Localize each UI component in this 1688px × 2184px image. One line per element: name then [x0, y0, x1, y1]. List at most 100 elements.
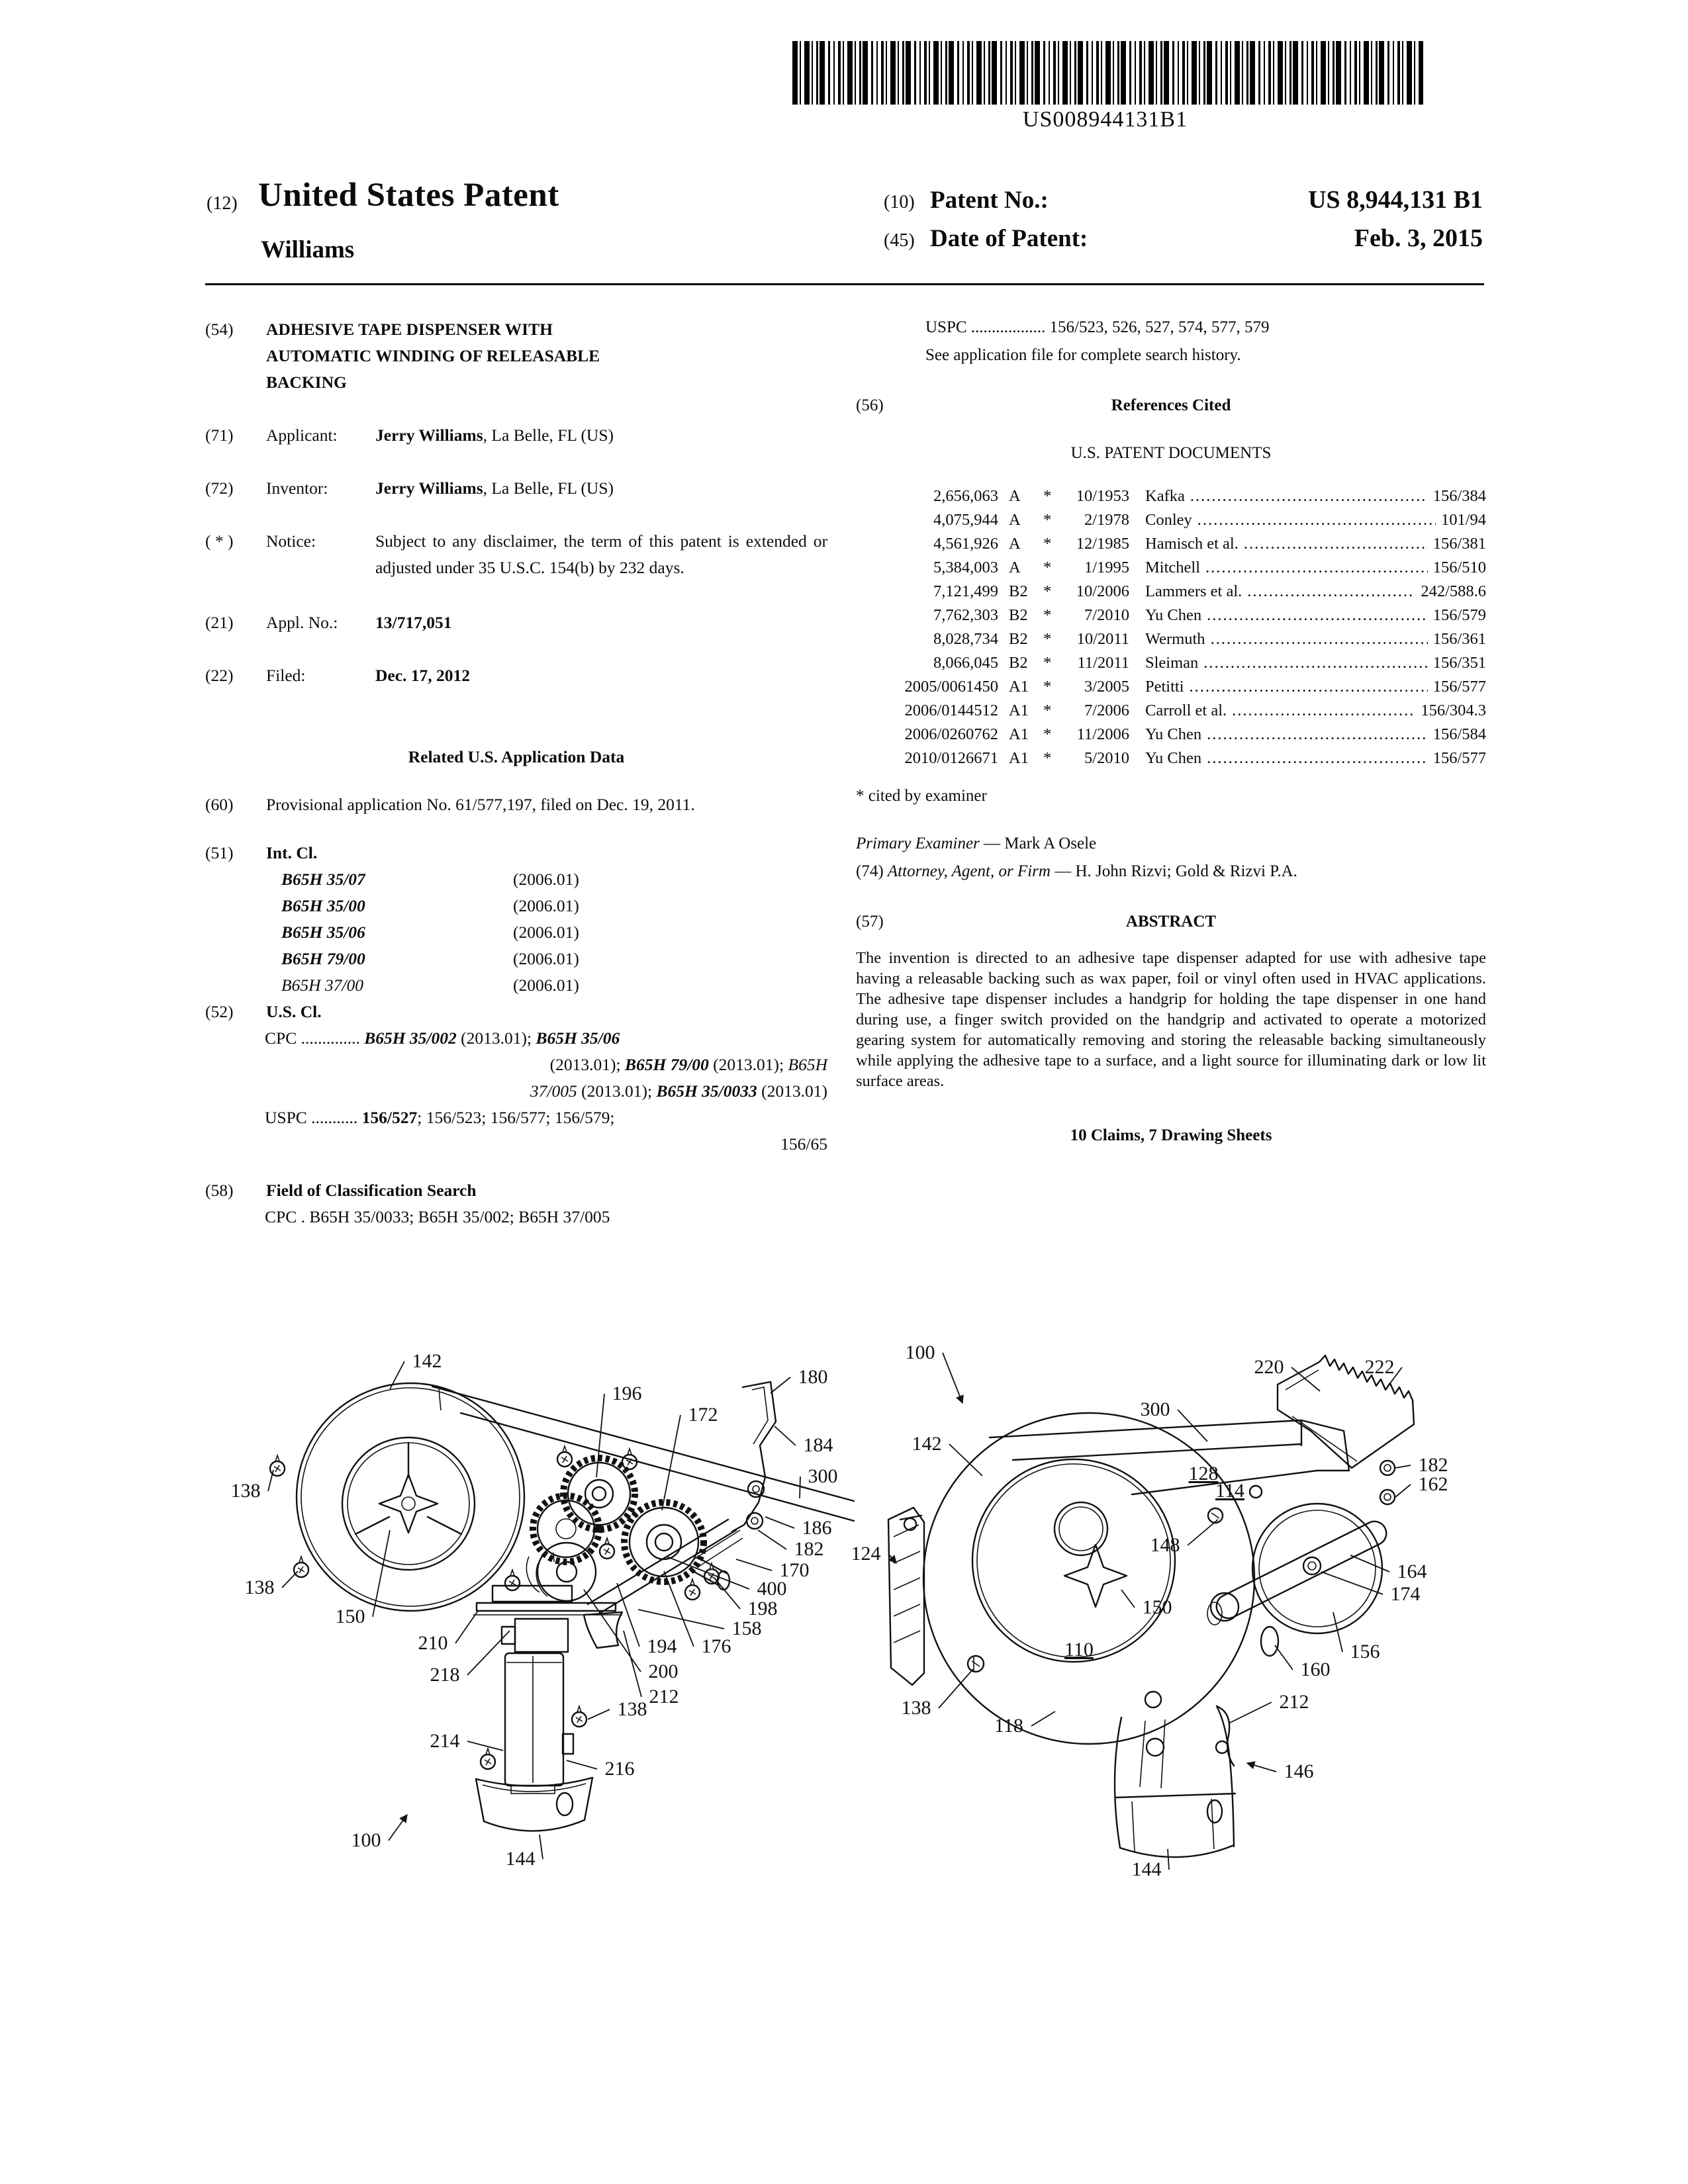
appl-no-label: Appl. No.: [266, 613, 338, 632]
cpc-version: (2013.01); [577, 1081, 657, 1101]
doc-class: 156/579 [1432, 606, 1486, 624]
doc-number: 7,762,303 [933, 606, 998, 624]
doc-class: 156/384 [1432, 487, 1486, 505]
patent-no-label: Patent No.: [930, 187, 1049, 214]
section-number: (74) [856, 862, 888, 880]
leader-line [661, 1414, 681, 1511]
section-number: ( * ) [205, 531, 234, 551]
dot-leader [1247, 580, 1415, 604]
dot-leader [1244, 532, 1428, 556]
section-number: (60) [205, 795, 234, 814]
doc-class: 156/584 [1432, 725, 1486, 743]
figure-mechanism-drawing: 1421961721801843001861821704001981581761… [231, 1350, 855, 1870]
figure-ref-numeral: 138 [902, 1697, 931, 1719]
applicant-address: , La Belle, FL (US) [483, 426, 614, 445]
section-number: (58) [205, 1181, 234, 1200]
uspc-primary: 156/527 [361, 1108, 418, 1127]
section-71-applicant: (71) Applicant:Jerry Williams, La Belle,… [205, 422, 827, 449]
class-version: (2006.01) [513, 923, 579, 942]
doc-date: 3/2005 [1084, 678, 1129, 696]
attorney-line: (74) Attorney, Agent, or Firm — H. John … [856, 858, 1486, 886]
search-history-note: See application file for complete search… [925, 346, 1241, 364]
figure-ref-numeral: 150 [1143, 1596, 1172, 1618]
leader-line [389, 1361, 405, 1390]
int-cl-entry: B65H 35/07(2006.01) [205, 866, 827, 893]
section-52-us-cl: (52) U.S. Cl. [205, 999, 827, 1025]
section-number: (72) [205, 478, 234, 498]
references-cited-heading: References Cited [1111, 396, 1231, 414]
notice-line: Notice:Subject to any disclaimer, the te… [266, 528, 827, 581]
inventor-line: Inventor:Jerry Williams, La Belle, FL (U… [266, 475, 827, 502]
barcode-number: US008944131B1 [1022, 107, 1188, 132]
class-version: (2006.01) [513, 896, 579, 915]
uspc-search-line: USPC .................. 156/523, 526, 52… [856, 314, 1486, 341]
field-search-label: Field of Classification Search [266, 1181, 477, 1200]
date-of-patent-label: Date of Patent: [930, 225, 1088, 252]
leader-line [623, 1630, 642, 1698]
leader-line [1177, 1409, 1208, 1442]
figure-ref-numeral: 158 [732, 1617, 762, 1639]
doc-date: 10/2011 [1076, 630, 1129, 648]
class-version: (2006.01) [513, 949, 579, 968]
leader-line [1350, 1555, 1390, 1572]
battery-cup [475, 1776, 594, 1832]
doc-number: 5,384,003 [933, 559, 998, 576]
cpc-label: CPC [265, 1028, 297, 1048]
figure-ref-numeral: 142 [412, 1350, 442, 1372]
doc-name: Kafka [1145, 487, 1185, 505]
doc-date: 11/2011 [1077, 654, 1130, 672]
figure-ref-numeral: 182 [1419, 1454, 1448, 1476]
appl-no-value: 13/717,051 [375, 613, 452, 632]
figure-ref-numeral: 110 [1064, 1639, 1094, 1661]
leader-line [1228, 1702, 1272, 1724]
cpc-version: (2013.01); [456, 1028, 536, 1048]
provisional-text: Provisional application No. 61/577,197, … [266, 795, 695, 814]
figure-ref-numeral: 138 [231, 1480, 261, 1502]
figure-ref-numeral: 174 [1391, 1583, 1421, 1605]
leader-line [663, 1570, 694, 1647]
cpc-line-3: 37/005 (2013.01); B65H 35/0033 (2013.01) [205, 1078, 827, 1105]
doc-date: 10/1953 [1076, 487, 1129, 505]
doc-date: 7/2010 [1084, 606, 1129, 624]
motor-assembly [504, 1652, 575, 1794]
doc-name: Hamisch et al. [1145, 535, 1239, 553]
section-56-references: (56) References Cited [856, 392, 1486, 420]
kind-code: A1 [1009, 725, 1029, 743]
kind-code: A1 [1009, 749, 1029, 767]
leader-line [566, 1760, 598, 1770]
figure-ref-numeral: 220 [1254, 1356, 1284, 1378]
doc-name: Wermuth [1145, 630, 1205, 648]
leader-line [539, 1834, 543, 1860]
doc-class: 156/304.3 [1421, 702, 1486, 719]
section-number: (51) [205, 843, 234, 862]
figure-ref-numeral: 160 [1301, 1659, 1331, 1680]
doc-name: Lammers et al. [1145, 582, 1243, 600]
doc-name: Carroll et al. [1145, 702, 1227, 719]
related-data-heading: Related U.S. Application Data [408, 747, 625, 766]
doc-date: 5/2010 [1084, 749, 1129, 767]
attorney-label: Attorney, Agent, or Firm [887, 862, 1051, 880]
doc-date: 1/1995 [1084, 559, 1129, 576]
cpc-version: (2013.01); [549, 1055, 625, 1074]
patent-no-value: US 8,944,131 B1 [1308, 186, 1483, 214]
rear-bracket [887, 1506, 925, 1686]
figure-ref-numeral: 118 [994, 1715, 1023, 1737]
leader-line [757, 1529, 787, 1550]
section-57-abstract: (57) ABSTRACT [856, 908, 1486, 936]
class-code: B65H 35/00 [281, 896, 365, 915]
class-version: (2006.01) [513, 976, 579, 995]
leader-line [467, 1741, 504, 1751]
leader-line [1246, 1761, 1277, 1772]
leader-line [616, 1582, 640, 1647]
kind-code: A [1009, 559, 1021, 576]
kind-code: A1 [1009, 702, 1029, 719]
doc-number: 4,075,944 [933, 511, 998, 529]
section-51-int-cl: (51) Int. Cl. [205, 840, 827, 866]
cpc-code: B65H 35/002 [364, 1028, 457, 1048]
doc-number: 2006/0260762 [904, 725, 998, 743]
